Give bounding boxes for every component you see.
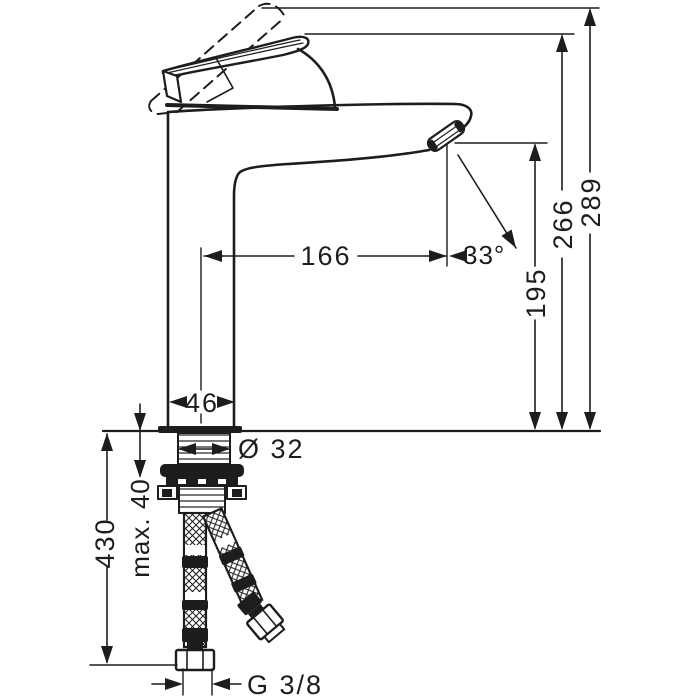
dim-stream-angle: 33° — [449, 154, 517, 270]
dim-hose-length: 430 — [89, 433, 178, 666]
supply-hose-vertical — [174, 511, 216, 672]
dim-body-width: 46 — [169, 388, 235, 418]
dim-max-thickness-label: max. 40 — [125, 478, 155, 578]
supply-hose-angled — [201, 506, 286, 644]
dim-overall-height-label: 289 — [576, 176, 606, 227]
dim-overall-height: 289 — [261, 7, 606, 430]
mounting-nut — [157, 464, 247, 514]
dim-shank-diameter-label: Ø 32 — [238, 434, 305, 464]
dim-spout-reach: 166 — [200, 143, 448, 424]
aerator — [426, 120, 466, 152]
dim-thread-size-label: G 3/8 — [247, 670, 323, 700]
dim-handle-height: 266 — [304, 33, 578, 430]
handle-lever — [161, 35, 339, 111]
dim-outlet-height: 195 — [454, 142, 551, 430]
faucet-body — [158, 102, 473, 433]
dim-body-width-label: 46 — [185, 388, 219, 418]
dim-outlet-height-label: 195 — [521, 267, 551, 318]
dim-shank-diameter: Ø 32 — [178, 434, 305, 464]
dim-max-thickness: max. 40 — [125, 403, 155, 578]
dim-hose-length-label: 430 — [90, 517, 120, 568]
dim-stream-angle-label: 33° — [463, 240, 505, 270]
dim-handle-height-label: 266 — [548, 198, 578, 249]
dim-thread-size: G 3/8 — [151, 668, 323, 700]
dim-spout-reach-label: 166 — [300, 241, 351, 271]
